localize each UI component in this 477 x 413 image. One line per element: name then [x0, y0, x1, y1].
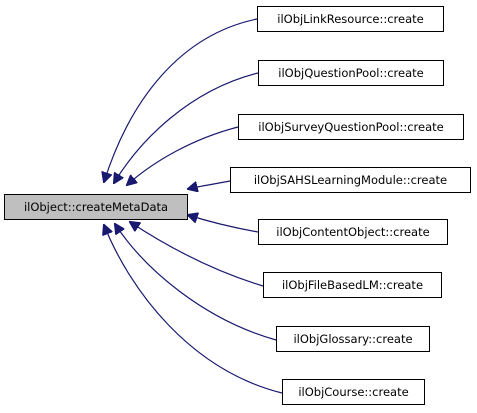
caller-node-link-resource-create[interactable]: ilObjLinkResource::create — [257, 6, 444, 32]
caller-node-content-object-create[interactable]: ilObjContentObject::create — [258, 219, 448, 245]
edge-course-to-root — [104, 225, 283, 394]
root-node-create-meta-data: ilObject::createMetaData — [4, 194, 188, 220]
caller-node-label: ilObjQuestionPool::create — [278, 66, 424, 80]
caller-node-label: ilObjLinkResource::create — [277, 12, 424, 26]
caller-node-survey-question-pool-create[interactable]: ilObjSurveyQuestionPool::create — [238, 114, 464, 140]
root-node-label: ilObject::createMetaData — [23, 200, 169, 214]
caller-node-file-based-lm-create[interactable]: ilObjFileBasedLM::create — [263, 272, 442, 298]
caller-node-label: ilObjGlossary::create — [293, 332, 413, 346]
caller-node-label: ilObjContentObject::create — [276, 225, 430, 239]
caller-node-label: ilObjSurveyQuestionPool::create — [258, 120, 444, 134]
caller-node-label: ilObjSAHSLearningModule::create — [253, 173, 448, 187]
edge-survey-question-pool-to-root — [127, 126, 239, 185]
edge-question-pool-to-root — [114, 72, 259, 183]
caller-node-label: ilObjCourse::create — [298, 385, 409, 399]
caller-node-sahs-learning-module-create[interactable]: ilObjSAHSLearningModule::create — [230, 167, 471, 193]
caller-node-glossary-create[interactable]: ilObjGlossary::create — [276, 326, 430, 352]
edge-glossary-to-root — [115, 224, 277, 341]
edge-link-resource-to-root — [104, 18, 258, 182]
edge-file-based-lm-to-root — [130, 222, 264, 287]
caller-node-course-create[interactable]: ilObjCourse::create — [282, 379, 425, 405]
edge-sahs-learning-module-to-root — [188, 180, 231, 189]
caller-node-label: ilObjFileBasedLM::create — [281, 278, 424, 292]
caller-node-question-pool-create[interactable]: ilObjQuestionPool::create — [258, 60, 444, 86]
edge-content-object-to-root — [188, 215, 259, 233]
